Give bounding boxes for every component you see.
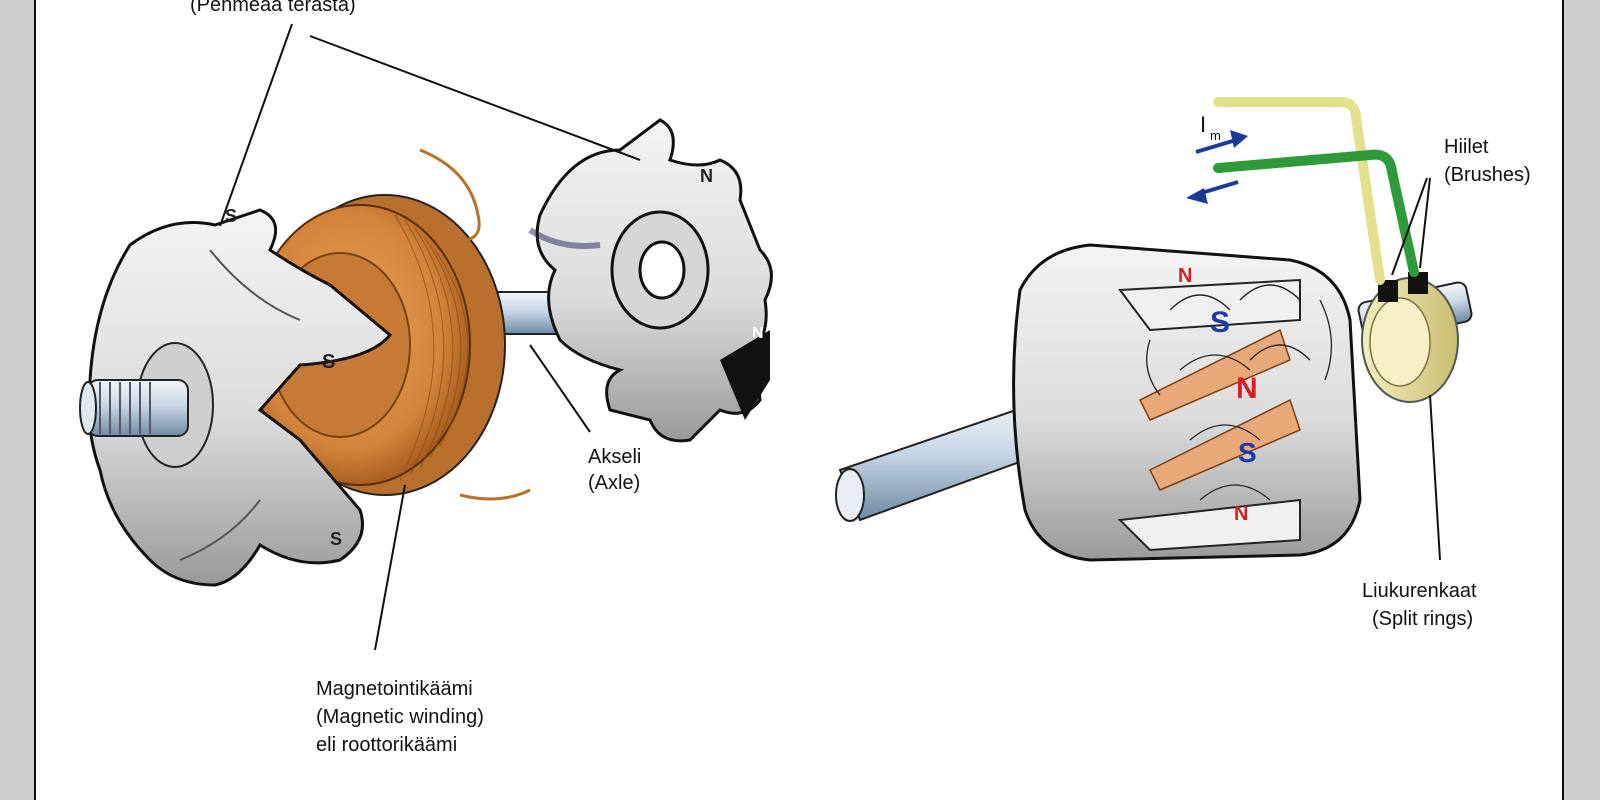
current-subscript: m: [1210, 128, 1221, 143]
brush-1: [1378, 280, 1398, 302]
claw-pole-right: [528, 118, 773, 443]
assembled-rotor: [835, 243, 1473, 562]
label-magnetic-winding-en: (Magnetic winding): [316, 706, 484, 728]
label-axle-en: (Axle): [588, 472, 641, 494]
pole-s-left-top: S: [225, 206, 237, 226]
label-magnetic-winding-fi: Magnetointikäämi: [316, 678, 473, 700]
wire-yellow: [1213, 97, 1385, 285]
label-split-rings-en: (Split rings): [1372, 608, 1474, 630]
label-axle-fi: Akseli: [588, 446, 642, 468]
pole-s-left-mid: S: [322, 351, 335, 373]
current-arrow-out: [1186, 180, 1239, 204]
pole-n-right-top: N: [700, 166, 713, 186]
brush-2: [1408, 272, 1428, 294]
current-arrow-in: [1195, 130, 1248, 154]
pole-n-1: N: [1178, 265, 1192, 287]
claw-pole-left: [79, 208, 393, 587]
pole-n-3: N: [1234, 503, 1248, 525]
pole-s-1: S: [1210, 306, 1230, 339]
label-brushes-fi: Hiilet: [1444, 136, 1489, 158]
label-rotor-winding: eli roottorikäämi: [316, 734, 458, 756]
pole-s-left-bottom: S: [330, 529, 342, 549]
label-brushes-en: (Brushes): [1444, 164, 1531, 186]
pole-n-2: N: [1236, 372, 1258, 405]
wire-green: [1213, 149, 1419, 277]
pole-s-2: S: [1238, 437, 1257, 468]
current-label: I: [1200, 112, 1206, 137]
pole-n-right-bottom: N: [752, 325, 764, 342]
label-soft-steel: (Pehmeää terästä): [190, 0, 356, 16]
label-split-rings-fi: Liukurenkaat: [1362, 580, 1477, 602]
